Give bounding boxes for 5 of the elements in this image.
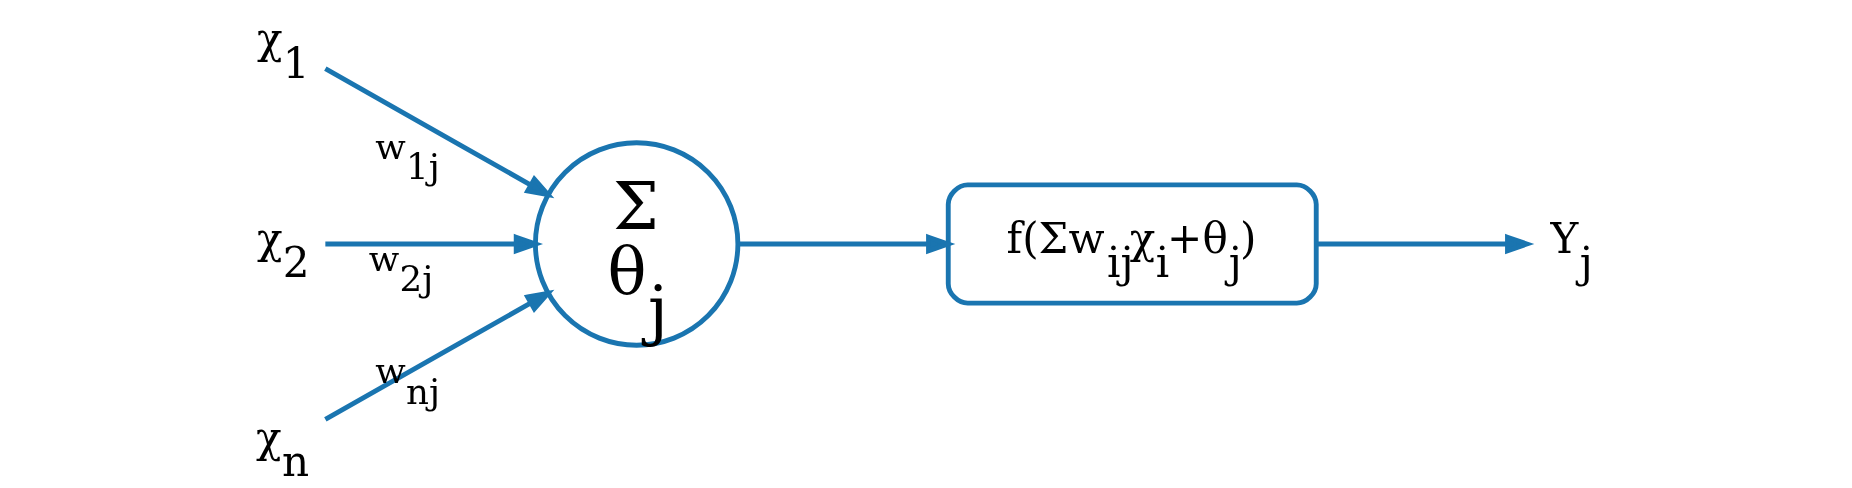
arrow [324,289,555,422]
arrow [324,66,555,199]
arrow [737,233,956,255]
arrow [1316,233,1535,255]
arrow [325,233,543,255]
